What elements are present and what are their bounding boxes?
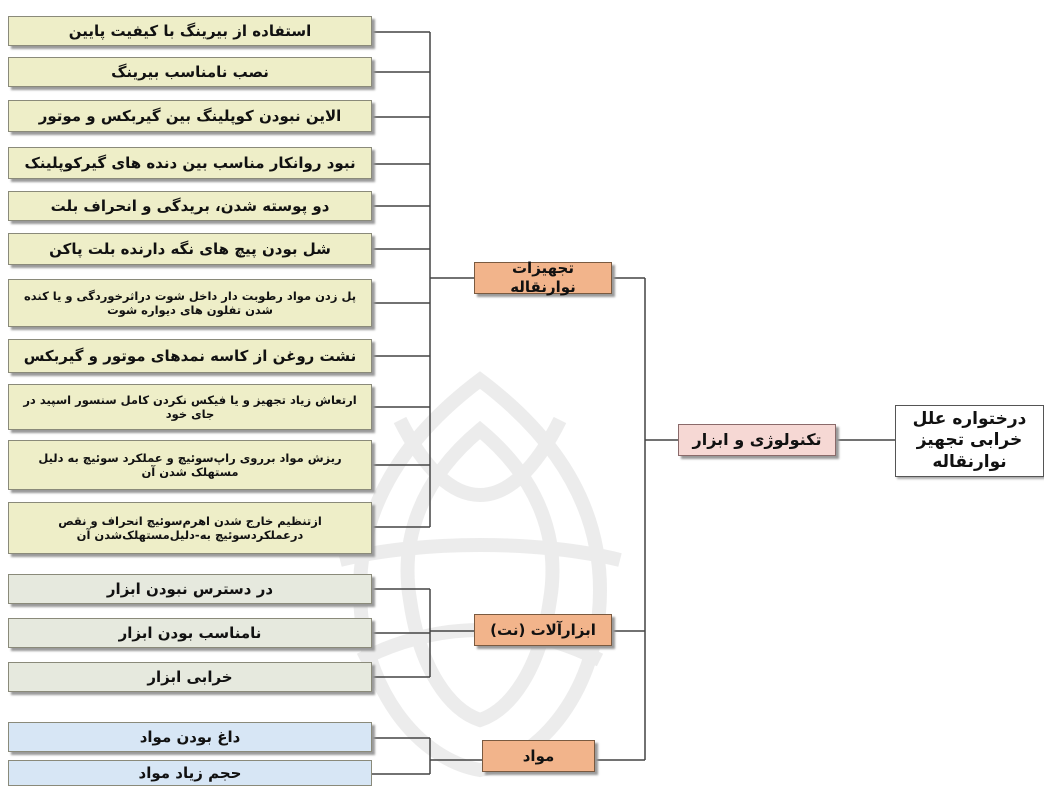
category-materials-label: مواد bbox=[522, 746, 555, 765]
materials-cause: داغ بودن مواد bbox=[8, 722, 372, 752]
equipment-cause: پل زدن مواد رطوبت دار داخل شوت دراثرخورد… bbox=[8, 279, 372, 327]
cause-label: حجم زیاد مواد bbox=[138, 763, 242, 782]
category-equipment: تجهیزات نوارنقاله bbox=[474, 259, 612, 296]
main-cause-node: تکنولوژی و ابزار bbox=[678, 424, 836, 456]
cause-label: ازتنظیم خارج شدن اهرم‌سوئیچ انحراف و نقص… bbox=[58, 513, 322, 542]
category-tools-label: ابزارآلات (نت) bbox=[490, 620, 596, 639]
cause-label: ارتعاش زیاد تجهیز و یا فیکس نکردن کامل س… bbox=[23, 392, 357, 421]
cause-label: شل بودن پیچ های نگه دارنده بلت پاکن bbox=[49, 239, 331, 258]
tools-cause: خرابی ابزار bbox=[8, 662, 372, 692]
equipment-cause: نصب نامناسب بیرینگ bbox=[8, 57, 372, 87]
equipment-cause: نبود روانکار مناسب بین دنده های گیرکوپلی… bbox=[8, 147, 372, 179]
cause-label: استفاده از بیرینگ با کیفیت پایین bbox=[68, 21, 312, 40]
cause-label: دو پوسته شدن، بریدگی و انحراف بلت bbox=[50, 196, 330, 215]
cause-label: خرابی ابزار bbox=[147, 667, 233, 686]
cause-label: نبود روانکار مناسب بین دنده های گیرکوپلی… bbox=[24, 153, 356, 172]
tools-cause: در دسترس نبودن ابزار bbox=[8, 574, 372, 604]
cause-label: الاین نبودن کوپلینگ بین گیربکس و موتور bbox=[38, 106, 342, 125]
category-equipment-label: تجهیزات نوارنقاله bbox=[510, 259, 576, 296]
cause-label: داغ بودن مواد bbox=[139, 727, 241, 746]
equipment-cause: ارتعاش زیاد تجهیز و یا فیکس نکردن کامل س… bbox=[8, 384, 372, 430]
cause-label: در دسترس نبودن ابزار bbox=[106, 579, 274, 598]
equipment-cause: استفاده از بیرینگ با کیفیت پایین bbox=[8, 16, 372, 46]
watermark-logo bbox=[338, 371, 622, 778]
materials-cause: حجم زیاد مواد bbox=[8, 760, 372, 786]
category-tools: ابزارآلات (نت) bbox=[474, 614, 612, 646]
cause-label: پل زدن مواد رطوبت دار داخل شوت دراثرخورد… bbox=[23, 288, 357, 317]
cause-label: نشت روغن از کاسه نمدهای موتور و گیربکس bbox=[23, 346, 357, 365]
cause-label: نامناسب بودن ابزار bbox=[118, 623, 262, 642]
equipment-cause: دو پوسته شدن، بریدگی و انحراف بلت bbox=[8, 191, 372, 221]
root-label: درختواره علل خرابی تجهیز نوارنقاله bbox=[912, 409, 1027, 472]
cause-label: نصب نامناسب بیرینگ bbox=[111, 62, 269, 81]
tools-cause: نامناسب بودن ابزار bbox=[8, 618, 372, 648]
equipment-cause: نشت روغن از کاسه نمدهای موتور و گیربکس bbox=[8, 339, 372, 373]
cause-label: ریزش مواد برروی راپ‌سوئیچ و عملکرد سوئیچ… bbox=[38, 450, 342, 479]
equipment-cause: ازتنظیم خارج شدن اهرم‌سوئیچ انحراف و نقص… bbox=[8, 502, 372, 554]
root-node: درختواره علل خرابی تجهیز نوارنقاله bbox=[895, 405, 1044, 477]
equipment-cause: ریزش مواد برروی راپ‌سوئیچ و عملکرد سوئیچ… bbox=[8, 440, 372, 490]
equipment-cause: شل بودن پیچ های نگه دارنده بلت پاکن bbox=[8, 233, 372, 265]
category-materials: مواد bbox=[482, 740, 595, 772]
main-cause-label: تکنولوژی و ابزار bbox=[692, 430, 822, 449]
equipment-cause: الاین نبودن کوپلینگ بین گیربکس و موتور bbox=[8, 100, 372, 132]
